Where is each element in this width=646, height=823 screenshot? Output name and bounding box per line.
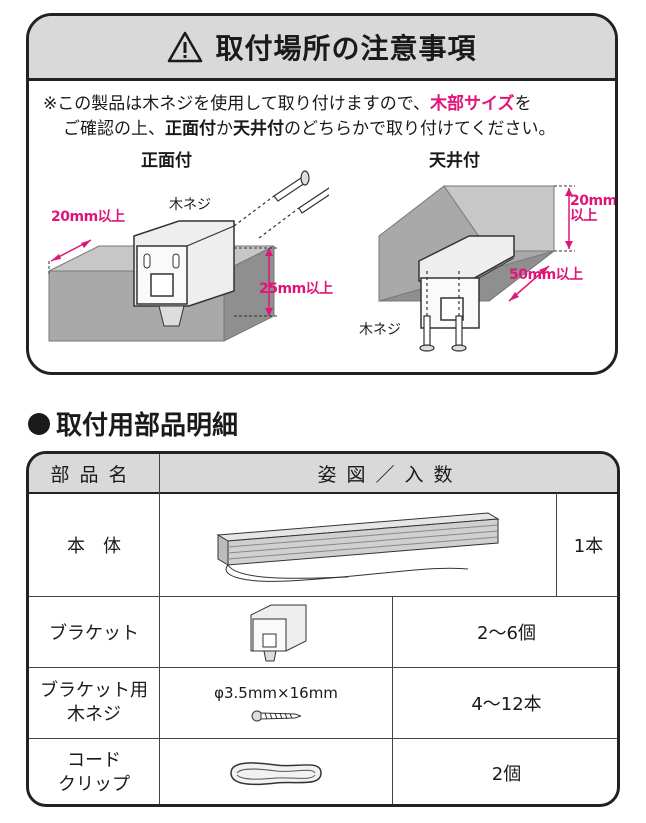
note-text: ※この製品は木ネジを使用して取り付けますので、: [43, 94, 431, 114]
ceiling-mount-label: 天井付: [429, 151, 480, 171]
note-highlight-wood-size: 木部サイズ: [430, 94, 515, 114]
bracket-icon: [250, 604, 307, 662]
ceiling-bracket-icon: [418, 235, 515, 329]
caution-note: ※この製品は木ネジを使用して取り付けますので、木部サイズを ご確認の上、正面付か…: [43, 92, 613, 142]
note-text: か: [216, 119, 233, 139]
note-ceiling-mount: 天井付: [233, 119, 284, 139]
ceiling-depth-dimension: 50mm以上: [509, 267, 583, 283]
note-text: を: [514, 94, 532, 114]
bullet-icon: [28, 412, 50, 435]
ceiling-mount-diagram: [378, 185, 575, 352]
note-front-mount: 正面付: [165, 119, 216, 139]
front-mount-label: 正面付: [141, 151, 192, 171]
row-main-body-name: 本 体: [67, 536, 121, 557]
front-bracket-icon: [133, 220, 235, 327]
row-clip-name-line2: クリップ: [58, 774, 130, 795]
row-clip-name-line1: コード: [67, 750, 121, 771]
row-bracket-name: ブラケット: [49, 623, 139, 644]
row-clip-name: コード クリップ: [29, 739, 159, 804]
caution-box: 取付場所の注意事項 ※この製品は木ネジを使用して取り付けますので、木部サイズを …: [26, 13, 618, 375]
row-screw-name-line1: ブラケット用: [40, 680, 148, 701]
parts-table: 部品名 姿図／入数 本 体 1本 ブラケット 2～6個 ブラケット用 木ネジ: [26, 451, 620, 807]
parts-list-title-text: 取付用部品明細: [56, 411, 239, 441]
row-screw-spec: φ3.5mm×16mm: [214, 684, 338, 702]
front-screw-label: 木ネジ: [169, 197, 211, 213]
front-height-dimension: 25mm以上: [259, 281, 333, 297]
parts-list-title: 取付用部品明細: [28, 405, 238, 442]
row-screw-name-line2: 木ネジ: [67, 704, 121, 725]
ceiling-screw-label: 木ネジ: [359, 322, 401, 338]
note-text: ご確認の上、: [63, 119, 165, 139]
blind-body-icon: [216, 512, 500, 582]
row-screw-name: ブラケット用 木ネジ: [29, 668, 159, 738]
note-text: のどちらかで取り付けてください。: [284, 119, 556, 139]
warning-icon: [168, 31, 203, 63]
row-main-body-figure: [160, 494, 556, 596]
row-clip-qty: 2個: [491, 764, 522, 785]
row-main-body-qty: 1本: [573, 536, 604, 557]
ceiling-height-suffix: 以上: [570, 208, 598, 224]
wood-screw-icon: [251, 710, 301, 722]
row-bracket-qty: 2～6個: [477, 623, 536, 644]
header-part-name: 部品名: [29, 454, 159, 492]
row-clip-figure: [160, 739, 392, 804]
front-mount-diagram: [48, 170, 329, 342]
caution-header: 取付場所の注意事項: [29, 16, 615, 81]
wood-screw-icon: [419, 271, 467, 352]
caution-title: 取付場所の注意事項: [215, 32, 477, 65]
row-screw-figure: φ3.5mm×16mm: [160, 668, 392, 738]
wood-screw-icon: [233, 170, 329, 239]
row-screw-qty: 4～12本: [471, 694, 542, 715]
header-figure-qty: 姿図／入数: [160, 454, 617, 492]
cord-clip-icon: [230, 762, 322, 786]
ceiling-height-value: 20mm: [570, 193, 617, 209]
row-bracket-figure: [160, 597, 392, 667]
front-depth-dimension: 20mm以上: [51, 209, 125, 225]
